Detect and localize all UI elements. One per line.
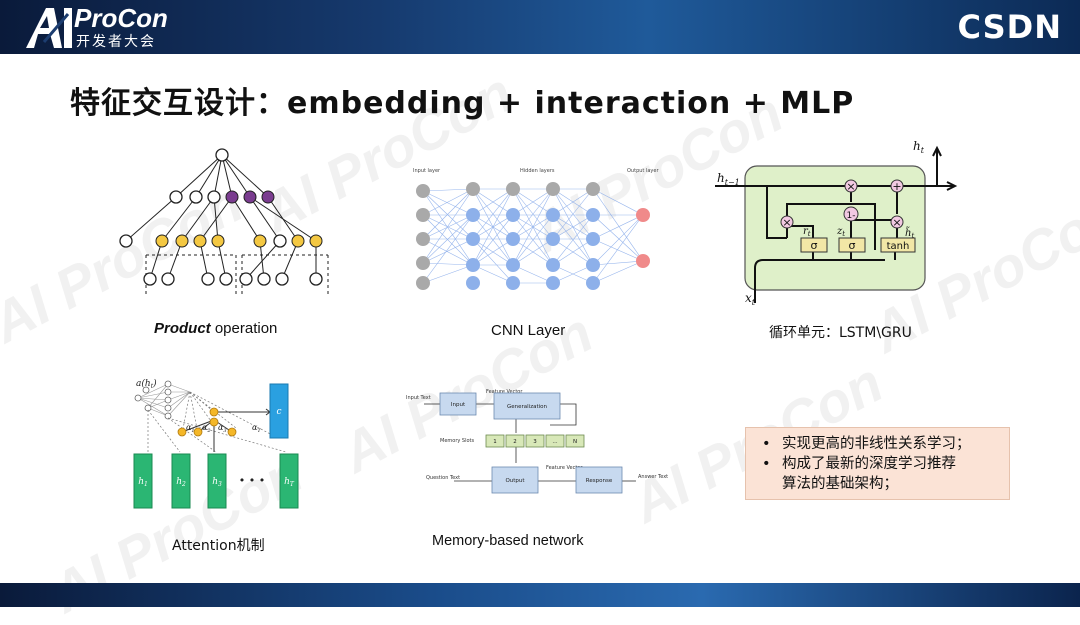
mem-slot-1: 1 <box>493 439 497 445</box>
mem-input-text: Input Text <box>406 395 431 401</box>
mem-input-box: Input <box>451 402 466 408</box>
mem-memory-slots: Memory Slots <box>440 438 475 444</box>
cnn-layer-diagram: Input layer Hidden layers Output layer <box>413 168 659 290</box>
csdn-brand: CSDN <box>957 8 1062 46</box>
memory-network-diagram: Input Text Feature Vector Memory Slots Q… <box>406 389 668 494</box>
product-caption: Product operation <box>154 320 277 337</box>
mem-feature-vector-2: Feature Vector <box>546 465 583 471</box>
lstm-one-minus: 1- <box>847 211 856 221</box>
cnn-caption: CNN Layer <box>491 322 566 339</box>
mem-generalization-box: Generalization <box>507 404 548 410</box>
attention-alpha1: α1 <box>186 423 195 434</box>
mem-question-text: Question Text <box>426 475 460 481</box>
mem-slot-n: N <box>573 439 577 445</box>
lstm-zt-label: zt <box>836 226 845 238</box>
note-item: 构成了最新的深度学习推荐 <box>762 454 1001 474</box>
note-box: 实现更高的非线性关系学习； 构成了最新的深度学习推荐 算法的基础架构； <box>745 427 1010 500</box>
lstm-tanh: tanh <box>887 241 910 252</box>
lstm-plus: + <box>892 180 901 193</box>
logo-text: ProCon <box>74 3 168 33</box>
mem-slot-2: 2 <box>513 439 517 445</box>
product-caption-bold: Product <box>154 320 211 337</box>
note-list: 实现更高的非线性关系学习； 构成了最新的深度学习推荐 算法的基础架构； <box>754 434 1001 494</box>
slide-title: 特征交互设计：embedding + interaction + MLP <box>70 86 855 121</box>
attention-h1: h1 <box>138 477 148 488</box>
mem-slot-3: 3 <box>533 439 537 445</box>
logo-subtitle: 开发者大会 <box>76 34 156 50</box>
attention-diagram: a(ht) c α1 α2 α3 αT h1 h2 h3 hT • • • <box>133 378 299 509</box>
mem-output-box: Output <box>505 478 525 484</box>
lstm-xt-label: xt <box>745 291 756 307</box>
product-operation-diagram <box>119 148 329 295</box>
lstm-multiply-2: × <box>782 216 791 229</box>
cnn-input-label: Input layer <box>413 168 441 174</box>
attention-alpha3: α3 <box>218 423 227 434</box>
mem-feature-vector: Feature Vector <box>486 389 523 395</box>
attention-ellipsis: • • • <box>239 474 265 487</box>
lstm-multiply-3: × <box>892 216 901 229</box>
memory-caption: Memory-based network <box>432 533 584 549</box>
attention-h2: h2 <box>176 477 186 488</box>
lstm-rt-label: rt <box>803 226 811 238</box>
note-item: 实现更高的非线性关系学习； <box>762 434 1001 454</box>
attention-c-label: c <box>276 407 281 417</box>
product-caption-rest: operation <box>210 320 278 337</box>
lstm-sigma-2: σ <box>849 239 856 252</box>
header-bar: ProCon 开发者大会 CSDN <box>0 0 1080 54</box>
lstm-ht1-label: ht−1 <box>717 171 740 187</box>
attention-hT: hT <box>284 477 295 488</box>
mem-slot-dots: ... <box>552 439 557 445</box>
lstm-multiply-1: × <box>846 180 855 193</box>
attention-alphaT: αT <box>252 423 261 434</box>
cnn-hidden-label: Hidden layers <box>520 168 555 174</box>
procon-logo-icon <box>26 8 72 48</box>
attention-alpha2: α2 <box>202 423 211 434</box>
lstm-ht-label: ht <box>913 139 925 155</box>
lstm-hbar-label: h̃t <box>905 227 914 240</box>
cnn-output-label: Output layer <box>627 168 659 174</box>
mem-response-box: Response <box>586 478 613 484</box>
attention-a-label: a(ht) <box>136 378 157 390</box>
mem-answer-text: Answer Text <box>638 474 668 480</box>
note-item-continuation: 算法的基础架构； <box>782 476 898 492</box>
footer-bar <box>0 583 1080 607</box>
lstm-gru-diagram: × + × × 1- σ σ tanh ht ht−1 xt rt zt h̃t <box>715 139 958 307</box>
attention-h3: h3 <box>212 477 222 488</box>
attention-caption: Attention机制 <box>172 538 265 554</box>
lstm-sigma-1: σ <box>811 239 818 252</box>
lstm-caption: 循环单元：LSTM\GRU <box>769 325 912 341</box>
